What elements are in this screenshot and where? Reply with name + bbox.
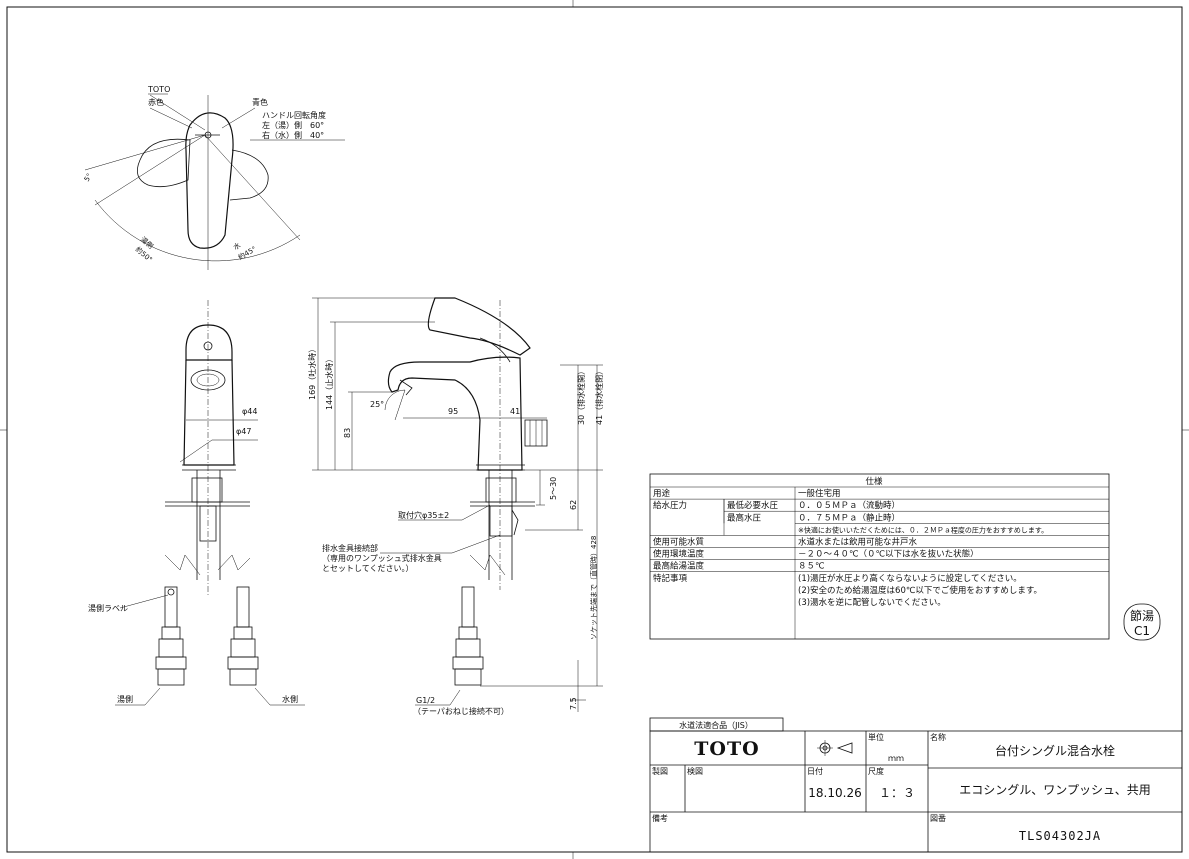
unit-value: ｍｍ bbox=[888, 754, 904, 763]
side-view: 169（吐水時） 144（止水時） 83 25° 95 41 30（排水栓開） … bbox=[307, 297, 604, 716]
drain-title: 排水金具接続部 bbox=[322, 543, 378, 553]
spec-title: 仕様 bbox=[865, 476, 883, 487]
spec-cell-c: (2)安全のため給湯温度は60℃以下でご使用をおすすめします。 bbox=[798, 585, 1042, 596]
check-label: 検図 bbox=[687, 766, 703, 776]
water-law-label: 水道法適合品（JIS） bbox=[679, 720, 753, 730]
spec-cell-c: 水道水または飲用可能な井戸水 bbox=[798, 537, 918, 548]
spec-cell-a: 最高給湯温度 bbox=[653, 561, 705, 572]
dim-83: 83 bbox=[343, 428, 352, 438]
spec-cell-b: 最低必要水圧 bbox=[727, 500, 779, 511]
name-label: 名称 bbox=[930, 732, 946, 742]
red-label: 赤色 bbox=[148, 97, 164, 107]
blue-label: 青色 bbox=[252, 97, 268, 107]
angle-small: 5° bbox=[83, 172, 94, 183]
hot-label-tag: 湯側ラベル bbox=[88, 603, 128, 613]
unit-label: 単位 bbox=[868, 732, 884, 742]
front-view: φ44 φ47 湯側ラベル 湯側 水側 bbox=[88, 300, 305, 706]
spec-cell-a: 給水圧力 bbox=[653, 500, 687, 511]
spec-cell-c: (3)湯水を逆に配管しないでください。 bbox=[798, 597, 946, 608]
badge-line1: 節湯 bbox=[1130, 608, 1154, 623]
projection-symbol bbox=[817, 740, 853, 756]
title-block: 水道法適合品（JIS） TOTO 単位 ｍｍ 名称 台付シングル混合水栓 製図 … bbox=[649, 717, 1183, 853]
date-label: 日付 bbox=[807, 766, 823, 776]
drawing-no: TLS04302JA bbox=[1019, 829, 1101, 843]
spec-cell-b: 最高水圧 bbox=[727, 512, 762, 523]
dim-41: 41 bbox=[510, 407, 520, 416]
spec-cell-c: ０．７５ＭＰａ（静止時） bbox=[798, 512, 900, 523]
drawing-no-label: 図番 bbox=[930, 813, 946, 823]
subtitle: エコシングル、ワンプッシュ、共用 bbox=[959, 783, 1150, 797]
sheet-border bbox=[6, 6, 1183, 853]
badge-line2: C1 bbox=[1134, 624, 1150, 638]
drain-line1: （専用のワンプッシュ式排水金具 bbox=[322, 553, 442, 563]
made-label: 製図 bbox=[652, 766, 668, 776]
cold-angle-label: 水 bbox=[232, 240, 243, 251]
rotation-left: 左（湯）側 60° bbox=[262, 120, 324, 130]
rotation-right: 右（水）側 40° bbox=[262, 130, 324, 140]
dim-62: 62 bbox=[569, 500, 578, 510]
rotation-title: ハンドル回転角度 bbox=[262, 110, 326, 120]
spec-cell-a: 使用環境温度 bbox=[653, 549, 705, 560]
scale-label: 尺度 bbox=[868, 766, 884, 776]
dim-95: 95 bbox=[448, 407, 458, 416]
spec-cell-c: －２０〜４０℃（０℃以下は水を抜いた状態） bbox=[798, 549, 979, 560]
spec-cell-c: ８５℃ bbox=[798, 562, 825, 572]
drain-line2: とセットしてください。） bbox=[322, 564, 414, 573]
cold-side-label: 水側 bbox=[282, 694, 298, 704]
dim-25deg: 25° bbox=[370, 400, 384, 409]
spec-cell-a: 用途 bbox=[653, 488, 671, 499]
dim-d47: φ47 bbox=[236, 427, 251, 436]
dim-30-open: 30（排水栓開） bbox=[576, 367, 586, 425]
dim-41-closed: 41（排水栓閉） bbox=[594, 367, 604, 425]
dim-5-30: 5〜30 bbox=[549, 477, 558, 500]
scale-value: １：３ bbox=[879, 786, 915, 800]
g12-label: G1/2 bbox=[416, 696, 435, 705]
hot-side-label: 湯側 bbox=[117, 694, 133, 704]
dim-d44: φ44 bbox=[242, 407, 257, 416]
spec-cell-c: ０．０５ＭＰａ（流動時） bbox=[798, 500, 900, 511]
dim-428: ソケット先端まで（直管時）428 bbox=[589, 536, 598, 640]
spec-cell-c: (1)湯圧が水圧より高くならないように設定してください。 bbox=[798, 573, 1022, 584]
g12-note: （テーパおねじ接続不可） bbox=[413, 706, 509, 716]
notes-label: 備考 bbox=[652, 813, 668, 823]
name-value: 台付シングル混合水栓 bbox=[995, 743, 1115, 758]
spec-cell-c: ※快適にお使いいただくためには、０．２ＭＰａ程度の圧力をおすすめします。 bbox=[798, 525, 1048, 534]
spec-cell-c: 一般住宅用 bbox=[798, 488, 841, 499]
dim-7-5: 7.5 bbox=[569, 697, 578, 710]
date-value: 18.10.26 bbox=[808, 786, 861, 800]
brand-label: TOTO bbox=[147, 85, 170, 94]
mount-hole-label: 取付穴φ35±2 bbox=[398, 510, 449, 520]
toto-logo: TOTO bbox=[694, 738, 759, 760]
setsuyu-badge: 節湯 C1 bbox=[1123, 603, 1161, 641]
top-view: TOTO 赤色 青色 ハンドル回転角度 左（湯）側 60° 右（水）側 40° … bbox=[83, 85, 345, 270]
spec-cell-a: 使用可能水質 bbox=[653, 537, 705, 548]
dim-144: 144（止水時） bbox=[324, 355, 334, 410]
spec-cell-a: 特記事項 bbox=[653, 573, 688, 584]
dim-169: 169（吐水時） bbox=[307, 345, 317, 400]
